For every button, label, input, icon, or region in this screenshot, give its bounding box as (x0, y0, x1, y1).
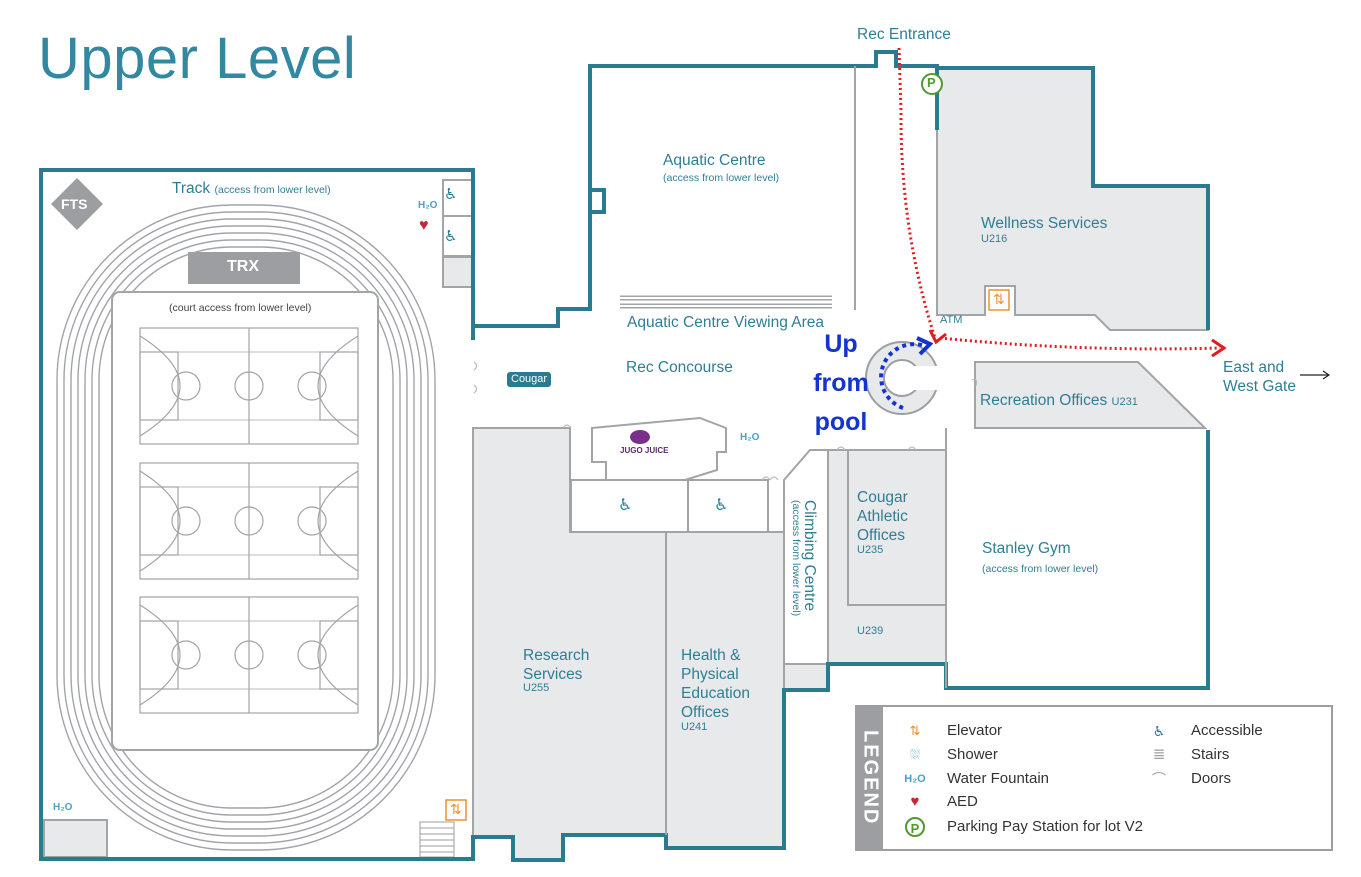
track-stairs (419, 821, 455, 858)
rec-entrance-label: Rec Entrance (857, 26, 951, 43)
elevator-map-symbol-b: ⇅ (450, 801, 462, 817)
research-services-room-number: U255 (523, 682, 550, 694)
legend-shower: Shower (947, 746, 998, 763)
court-1 (139, 327, 359, 445)
building-outline (39, 50, 1210, 862)
recreation-offices-label: Recreation Offices U231 (980, 392, 1138, 409)
route-arrow-head-a (928, 329, 947, 345)
restroom-icon-concourse-b: ♿ (714, 497, 729, 514)
elevator-map-icon-a (988, 289, 1010, 311)
water-fountain-icon: H₂O (904, 773, 926, 785)
legend-stairs: Stairs (1191, 746, 1230, 763)
page-title: Upper Level (38, 26, 357, 91)
washroom-a (570, 479, 689, 533)
elevator-map-icon-b (445, 799, 467, 821)
legend-elevator: Elevator (947, 722, 1003, 739)
aquatic-centre-label: Aquatic Centre (663, 152, 766, 169)
jugo-juice-logo-icon (630, 430, 650, 444)
route-rec-entrance (897, 47, 1221, 351)
legend-parking: Parking Pay Station for lot V2 (947, 818, 1143, 835)
restroom-icon-track-b: ♿ (444, 228, 458, 245)
court-2 (139, 462, 359, 580)
court-access-note: (court access from lower level) (169, 302, 312, 314)
route-up-from-pool (879, 342, 926, 410)
parking-map-icon (921, 73, 943, 95)
viewing-area-railing (620, 295, 832, 309)
trx-label: TRX (227, 258, 259, 275)
health-education-room-number: U241 (681, 721, 708, 733)
rec-concourse-label: Rec Concourse (626, 359, 733, 376)
legend-tab: LEGEND (857, 707, 883, 849)
cougar-athletic-room-number: U235 (857, 544, 884, 556)
restroom-icon-track-a: ♿ (444, 186, 458, 203)
atm-label: ATM (940, 314, 963, 326)
door-marks (473, 361, 978, 481)
washroom-b (687, 479, 769, 533)
route-arrow-head-b (1211, 338, 1227, 358)
track-corner-block-b (43, 819, 108, 858)
water-fountain-icon-track: H₂O (418, 200, 438, 211)
jugo-juice-room (591, 416, 727, 481)
restroom-icon-concourse-a: ♿ (618, 497, 633, 514)
fts-label: FTS (61, 196, 88, 212)
recreation-offices-room (974, 361, 1208, 429)
aquatic-centre-note: (access from lower level) (663, 172, 780, 184)
basketball-courts (139, 327, 359, 714)
parking-map-label: P (927, 75, 936, 90)
legend-doors: Doors (1191, 770, 1232, 787)
east-west-gate-label-2: West Gate (1223, 378, 1296, 395)
up-from-pool-label: Up from pool (813, 330, 869, 436)
accessible-icon: ♿ (1152, 723, 1166, 739)
fts-diamond (51, 178, 103, 230)
climbing-centre-room (783, 449, 829, 665)
u239-label: U239 (857, 625, 884, 637)
climbing-centre-label: Climbing Centre (800, 500, 818, 612)
cougar-badge: Cougar (507, 372, 552, 387)
stanley-gym-note: (access from lower level) (982, 563, 1099, 575)
health-education-label: Health & Physical Education Offices (681, 647, 750, 721)
cougar-athletic-label: Cougar Athletic Offices (857, 489, 908, 544)
water-fountain-icon-track-corner: H₂O (53, 802, 73, 813)
legend-water-fountain: Water Fountain (947, 770, 1049, 787)
legend-accessible: Accessible (1191, 722, 1263, 739)
jugo-juice-label: JUGO JUICE (620, 446, 669, 455)
aed-icon-track: ♥ (419, 217, 429, 234)
elevator-icon: ⇅ (909, 723, 921, 738)
shower-icon: ⛆ (909, 747, 921, 762)
service-rooms (442, 179, 829, 665)
water-fountain-icon-concourse: H₂O (740, 432, 760, 443)
aed-icon: ♥ (910, 793, 920, 810)
doors-icon: ⌒ (1152, 771, 1166, 787)
map-legend: LEGEND ⇅ Elevator ⛆ Shower H₂O Water Fou… (855, 705, 1333, 851)
track-corner-block-a (442, 256, 474, 288)
trx-block (188, 252, 300, 284)
elevator-map-symbol-a: ⇅ (993, 291, 1005, 307)
wellness-services-room-number: U216 (981, 233, 1008, 245)
track-label: Track (access from lower level) (172, 180, 331, 197)
legend-aed: AED (947, 793, 978, 810)
interior-walls (665, 428, 947, 835)
stanley-gym-label: Stanley Gym (982, 540, 1071, 557)
climbing-centre-note: (access from lower level) (790, 500, 803, 617)
aquatic-viewing-label: Aquatic Centre Viewing Area (627, 314, 825, 331)
east-west-gate-label-1: East and (1223, 359, 1285, 376)
stairs-icon: ≣ (1152, 746, 1166, 763)
wellness-services-label: Wellness Services (981, 215, 1108, 232)
wellness-services-room (936, 67, 1209, 331)
route-pool-arrow-head (916, 336, 934, 356)
parking-icon: P (905, 817, 925, 837)
court-3 (139, 596, 359, 714)
